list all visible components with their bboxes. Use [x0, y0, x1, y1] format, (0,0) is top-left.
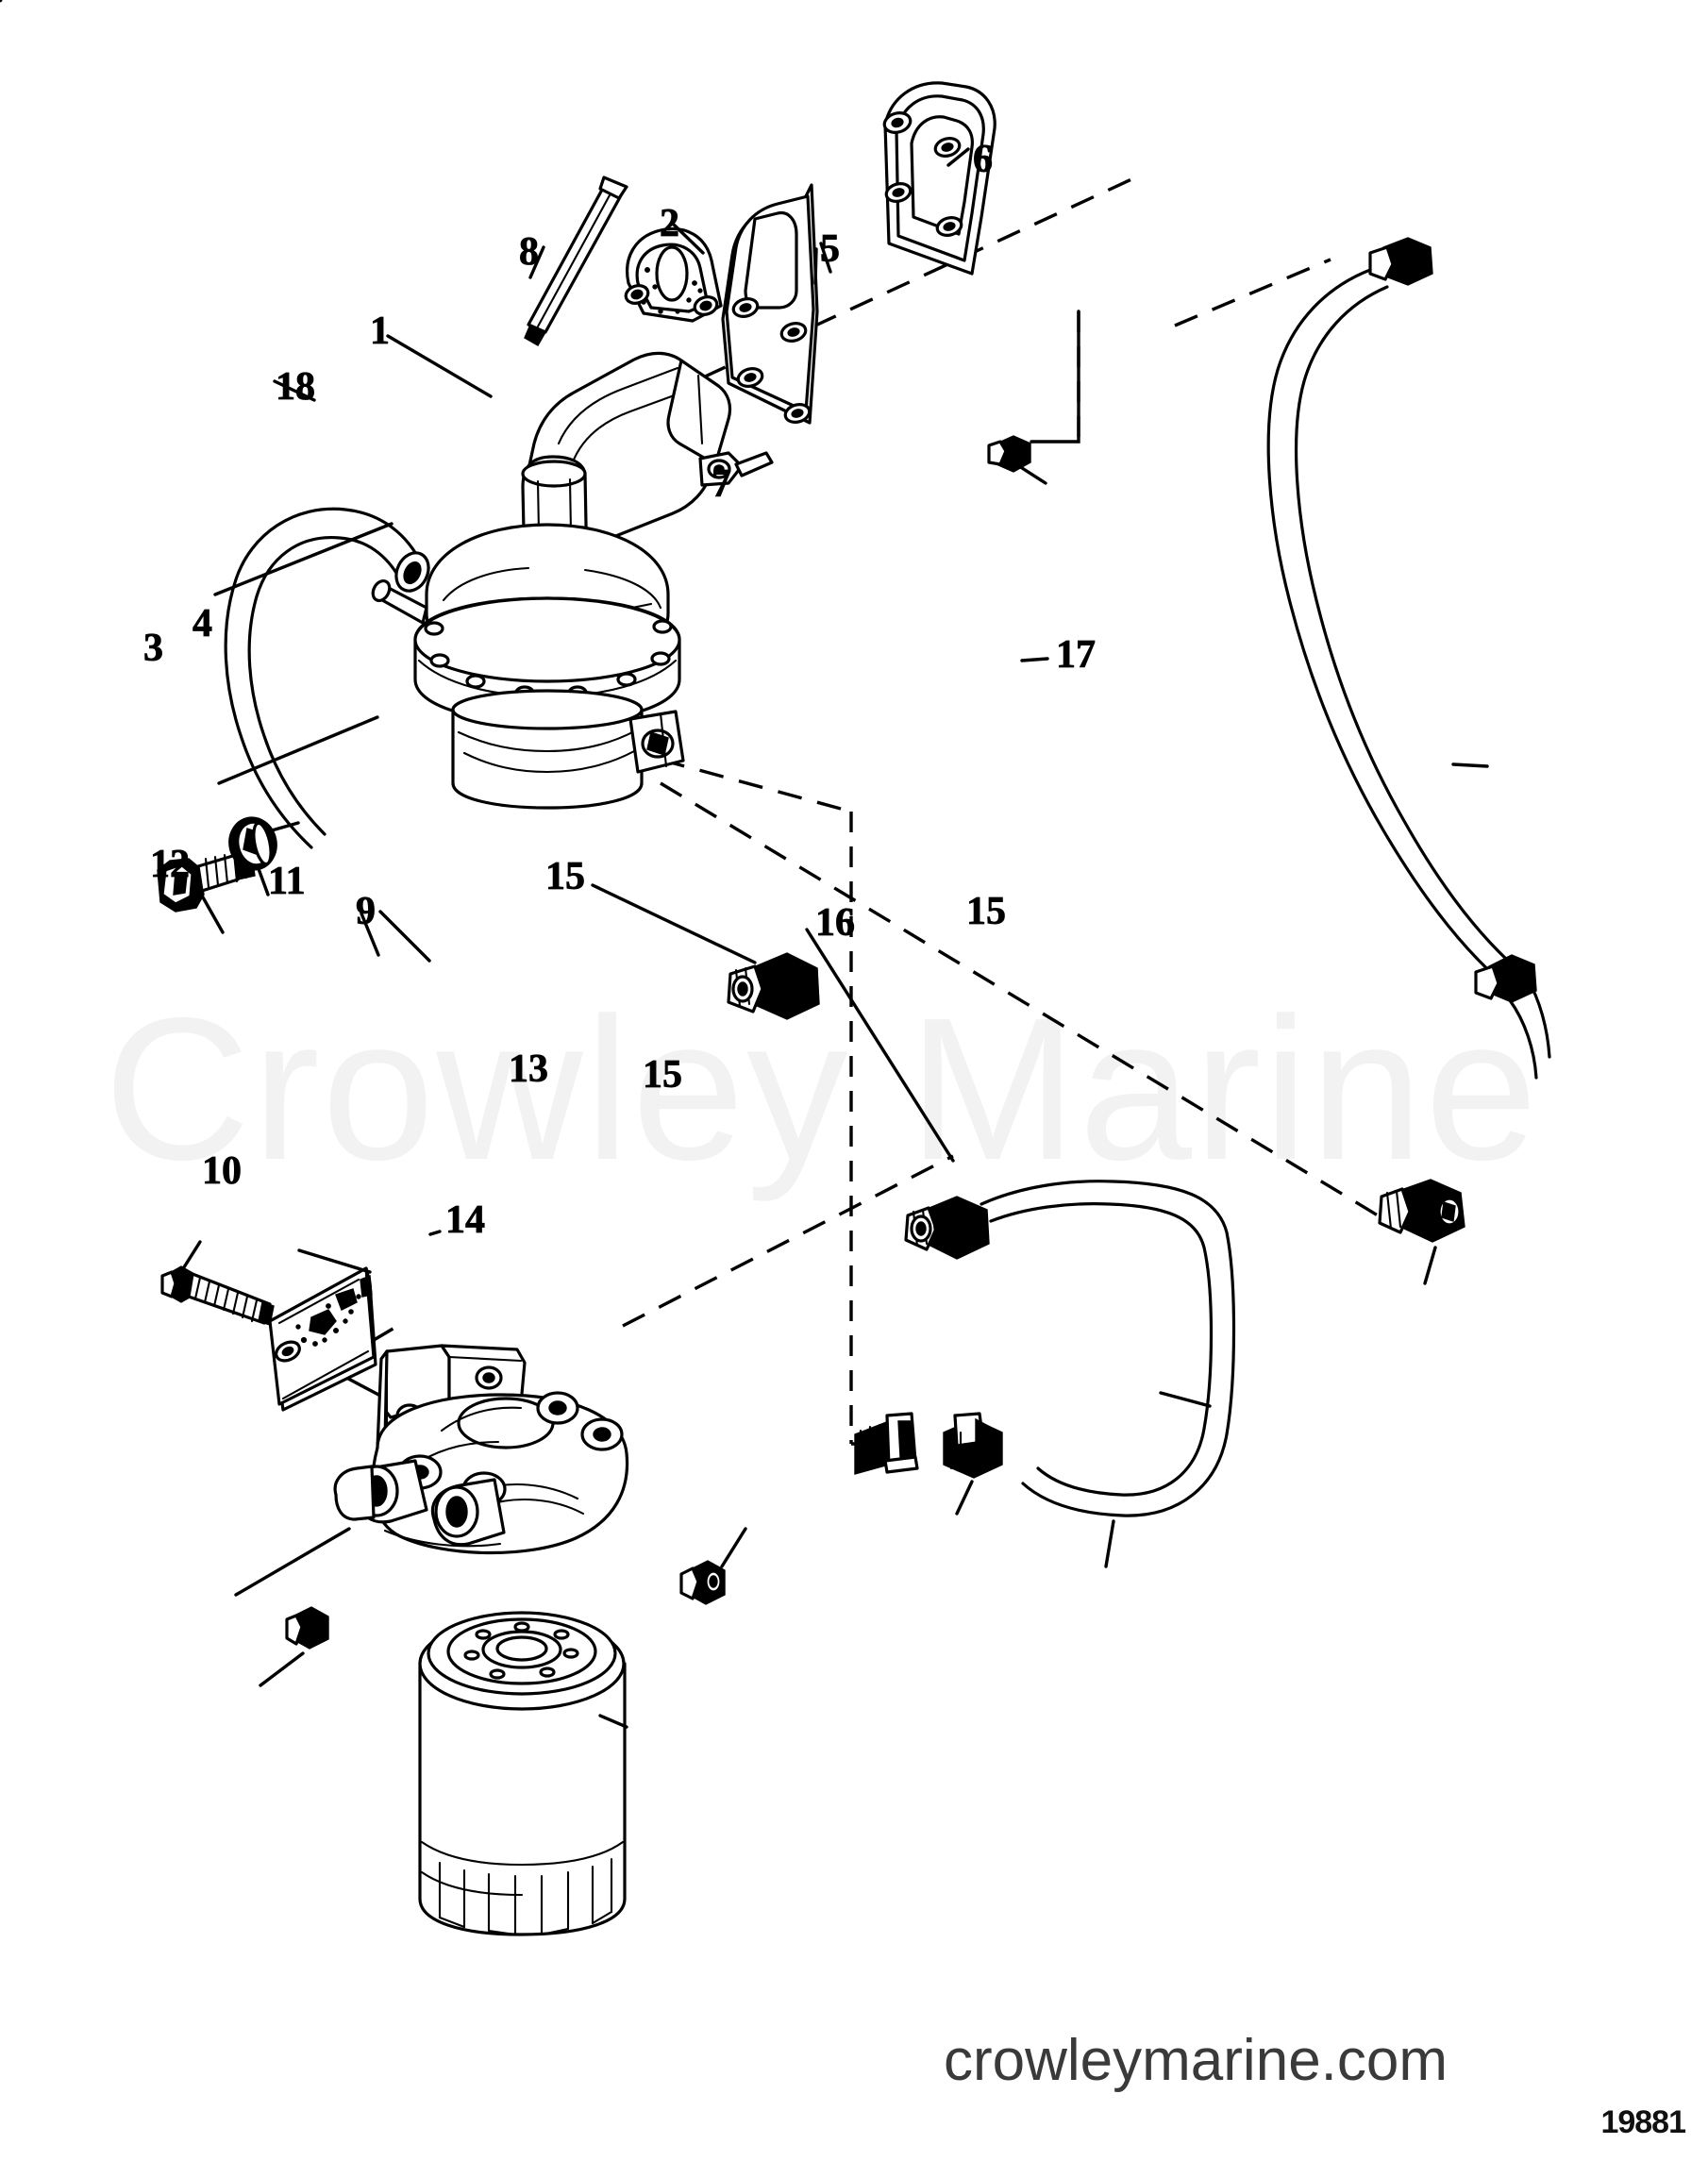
- part-2-pump-gasket: [624, 223, 723, 323]
- part-3-bolt: [157, 849, 256, 934]
- part-15-hose-fitting-right: [1378, 1179, 1465, 1285]
- callout-13: 13: [509, 1047, 549, 1091]
- callout-16: 16: [815, 901, 856, 945]
- part-6-mounting-gasket: [882, 81, 996, 276]
- callout-17: 17: [1056, 633, 1097, 677]
- part-1-fuel-pump-assembly: [371, 334, 774, 810]
- callout-8: 8: [519, 230, 540, 274]
- part-17-fuel-tube: [1020, 237, 1551, 1080]
- part-9-filter-base: [333, 910, 629, 1555]
- callout-15-right: 15: [966, 890, 1007, 933]
- part-4-washer: [228, 816, 300, 896]
- part-15-hose-fitting-lower: [854, 1412, 1003, 1516]
- part-14-fuel-filter-canister: [418, 1230, 628, 1936]
- callout-3: 3: [143, 627, 164, 670]
- diagram-id-label: 19881: [1600, 2104, 1686, 2140]
- callout-15-bottom: 15: [643, 1053, 683, 1097]
- part-18-vent-hose: [224, 379, 430, 849]
- part-15-hose-fitting-left: [591, 883, 820, 1020]
- callout-18: 18: [276, 365, 316, 409]
- part-11-base-gasket: [0, 0, 377, 1412]
- callout-12: 12: [150, 843, 191, 886]
- callout-14: 14: [445, 1198, 486, 1242]
- callout-2: 2: [660, 202, 680, 245]
- callout-6: 6: [973, 138, 994, 181]
- callout-5: 5: [820, 227, 841, 271]
- callout-15-left: 15: [545, 855, 586, 898]
- callout-7: 7: [712, 462, 732, 506]
- callout-1: 1: [370, 310, 391, 353]
- part-7-nut: [987, 435, 1047, 485]
- part-8-push-rod: [524, 176, 628, 346]
- callout-11: 11: [268, 860, 306, 903]
- part-10-drain-plug: [259, 1606, 329, 1687]
- site-url-label: crowleymarine.com: [944, 2028, 1448, 2093]
- callout-10: 10: [202, 1149, 243, 1193]
- part-13-sealing-nut: [679, 1527, 747, 1605]
- callout-9: 9: [356, 890, 377, 933]
- part-5-mounting-plate: [721, 183, 832, 425]
- callout-4: 4: [193, 602, 213, 645]
- part-12-mounting-bolt: [160, 1240, 275, 1326]
- part-16-fuel-hose: [805, 928, 1236, 1568]
